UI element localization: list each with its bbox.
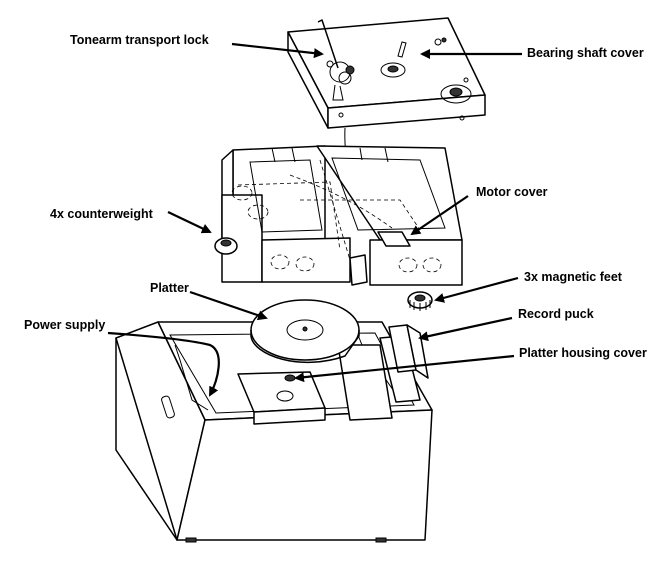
outer-box (115, 321, 433, 543)
platter (250, 299, 360, 364)
housing-cover-arrow (294, 354, 515, 383)
label-motor-cover: Motor cover (476, 185, 548, 199)
magnetic-feet-arrow (434, 276, 519, 303)
bearing-shaft (380, 41, 407, 78)
magnetic-foot (407, 291, 433, 311)
foam-insert (221, 145, 463, 286)
record-puck-arrow (418, 316, 513, 342)
turntable-plinth (287, 17, 486, 166)
label-power-supply: Power supply (24, 318, 106, 332)
label-housing-cover: Platter housing cover (519, 346, 647, 360)
motor-cover-arrow (410, 195, 469, 236)
label-counterweight: 4x counterweight (50, 207, 153, 221)
label-platter: Platter (150, 281, 189, 295)
label-record-puck: Record puck (518, 307, 594, 321)
platter-arrow (189, 290, 268, 321)
tonearm (317, 19, 355, 101)
label-magnetic-feet: 3x magnetic feet (524, 270, 622, 284)
tonearm-lock-arrow (231, 42, 324, 59)
label-bearing-cover: Bearing shaft cover (527, 46, 644, 60)
power-supply-arrow (107, 331, 220, 397)
counterweight-arrow (167, 211, 212, 234)
label-tonearm-lock: Tonearm transport lock (70, 33, 209, 47)
counterweight (214, 237, 238, 255)
motor-pulley (434, 37, 472, 104)
